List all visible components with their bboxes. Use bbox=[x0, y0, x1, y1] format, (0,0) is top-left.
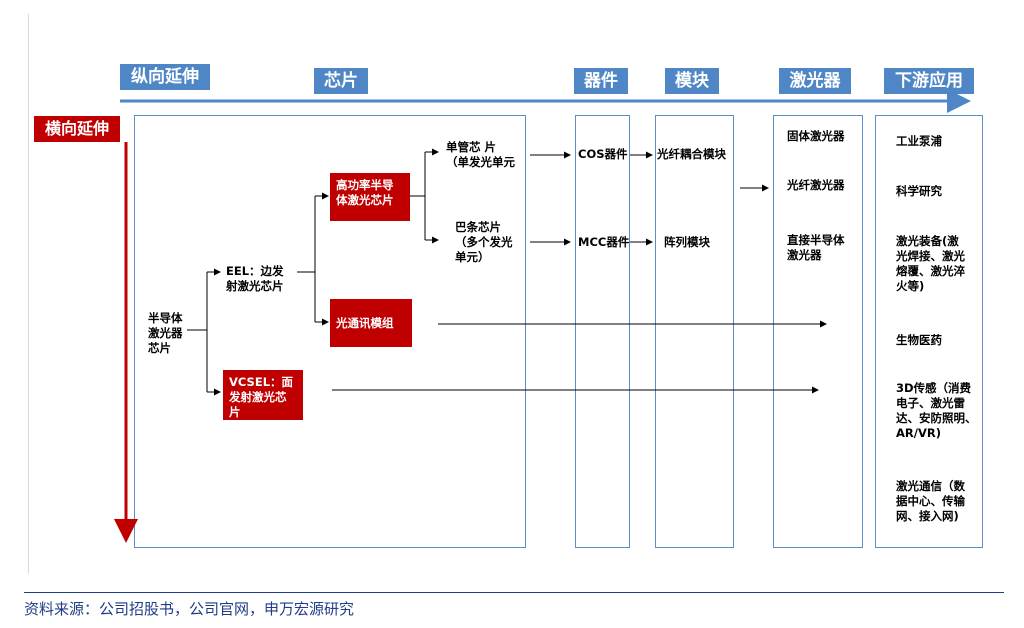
array-module: 阵列模块 bbox=[664, 235, 710, 249]
single-tube-chip: 单管芯 片 （单发光单元 bbox=[446, 140, 515, 169]
vcsel-chip: VCSEL：面 发射激光芯 片 bbox=[223, 370, 303, 420]
header-module: 模块 bbox=[665, 68, 719, 94]
module-column bbox=[655, 115, 734, 548]
high-power-laser-chip: 高功率半导 体激光芯片 bbox=[330, 173, 410, 221]
solid-state-laser: 固体激光器 bbox=[787, 129, 845, 143]
lateral-label: 横向延伸 bbox=[34, 116, 120, 142]
optical-comm-module: 光通讯模组 bbox=[330, 299, 412, 347]
app-laser-equipment: 激光装备(激 光焊接、激光 熔覆、激光淬 火等) bbox=[896, 234, 965, 293]
semiconductor-laser-chip: 半导体 激光器 芯片 bbox=[148, 311, 183, 355]
source-note: 资料来源：公司招股书，公司官网，申万宏源研究 bbox=[24, 600, 355, 618]
downstream-column bbox=[875, 115, 983, 548]
fiber-coupled-module: 光纤耦合模块 bbox=[657, 147, 726, 161]
left-rule bbox=[28, 14, 29, 574]
eel-chip: EEL：边发 射激光芯片 bbox=[226, 264, 284, 293]
cos-device: COS器件 bbox=[578, 147, 628, 161]
direct-diode-laser: 直接半导体 激光器 bbox=[787, 233, 845, 262]
laser-column bbox=[773, 115, 863, 548]
header-chip: 芯片 bbox=[314, 68, 368, 94]
header-device: 器件 bbox=[574, 68, 628, 94]
app-scientific-research: 科学研究 bbox=[896, 184, 942, 198]
fiber-laser: 光纤激光器 bbox=[787, 178, 845, 192]
header-laser: 激光器 bbox=[779, 68, 851, 94]
mcc-device: MCC器件 bbox=[578, 235, 630, 249]
bar-chip: 巴条芯片 （多个发光 单元） bbox=[455, 220, 513, 264]
app-laser-communication: 激光通信（数 据中心、传输 网、接入网) bbox=[896, 479, 965, 523]
app-biomedical: 生物医药 bbox=[896, 333, 942, 347]
footer-divider bbox=[24, 592, 1004, 593]
device-column bbox=[575, 115, 630, 548]
header-longitudinal: 纵向延伸 bbox=[120, 64, 210, 90]
app-3d-sensing: 3D传感（消费 电子、激光雷 达、安防照明、 AR/VR) bbox=[896, 381, 977, 440]
app-industrial-pumping: 工业泵浦 bbox=[896, 134, 942, 148]
